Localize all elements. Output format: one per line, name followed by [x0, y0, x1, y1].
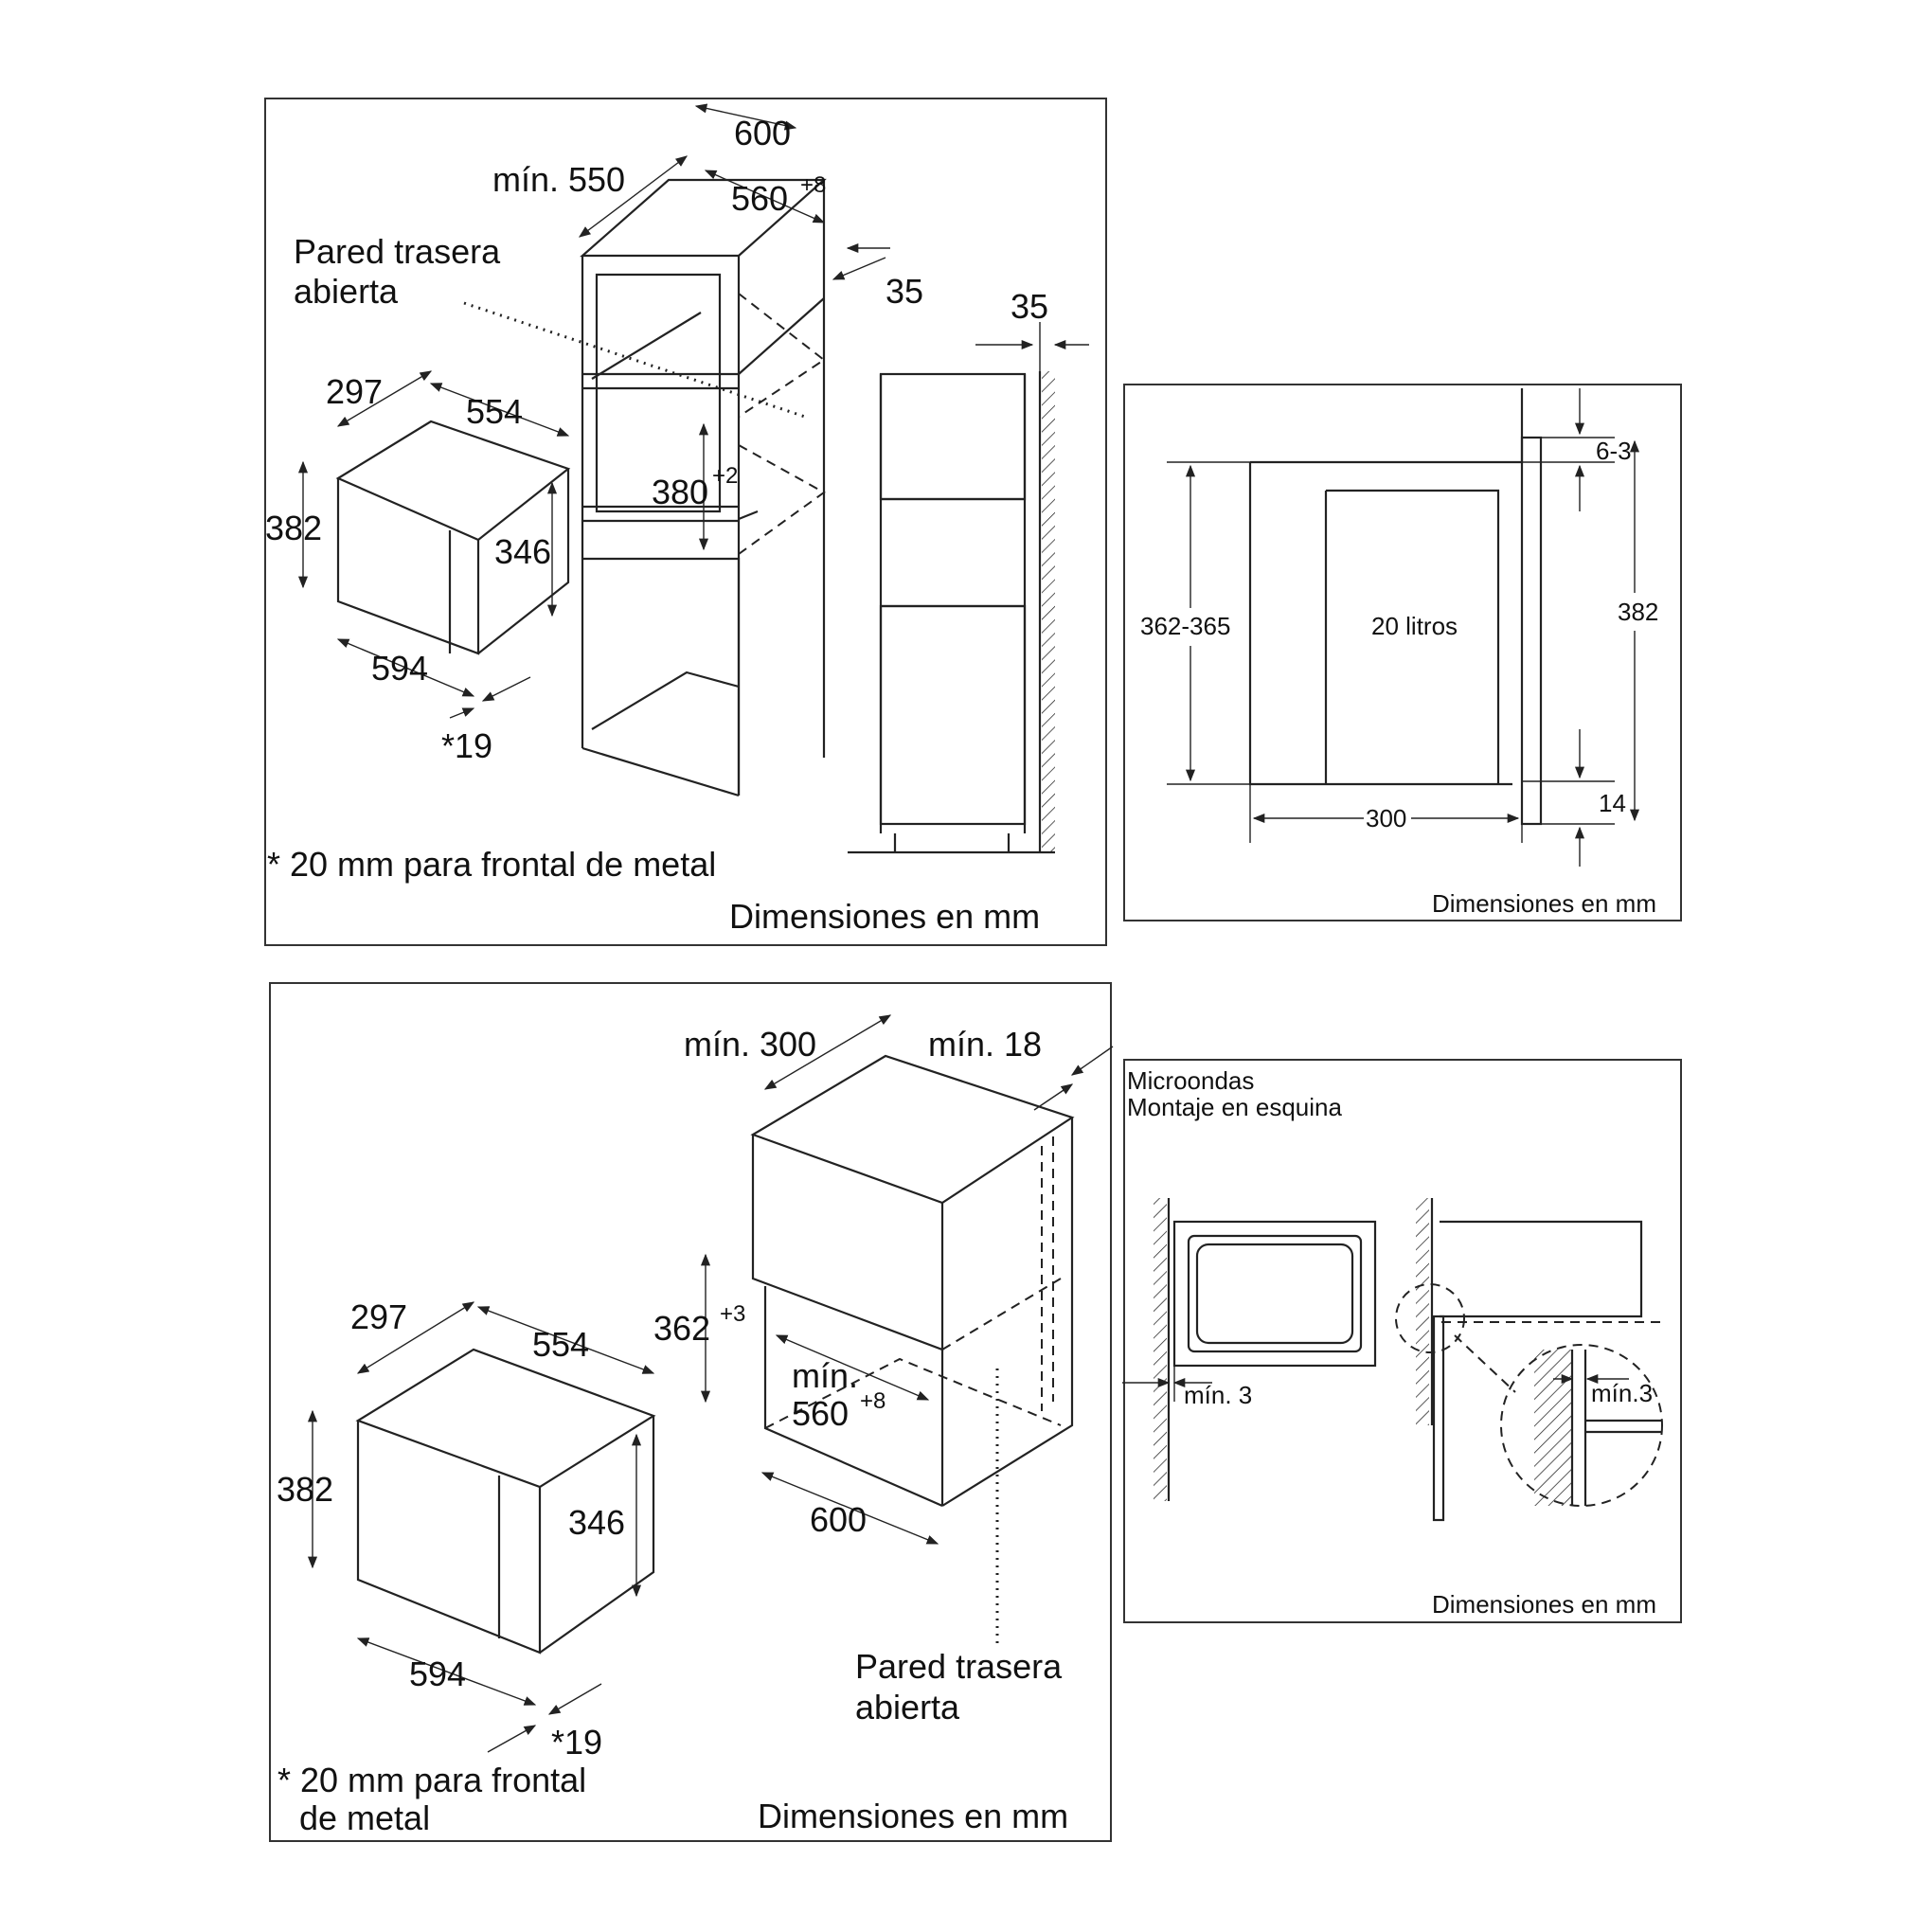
dim-380-tolerance: +2: [712, 463, 738, 489]
dim-min-3-front: mín. 3: [1184, 1381, 1252, 1409]
dim-560-tolerance: +8: [800, 172, 826, 198]
panel-corner-mounting: Microondas Montaje en esquina mín. 3 mín…: [1122, 1059, 1682, 1623]
units-note: Dimensiones en mm: [1432, 1590, 1656, 1619]
dim-554: 554: [466, 392, 523, 431]
label-rear-wall-line1: Pared trasera: [294, 232, 501, 271]
section-drawing: [1167, 388, 1640, 867]
label-rear-wall-line1: Pared trasera: [855, 1647, 1063, 1686]
corner-title-line1: Microondas: [1127, 1066, 1254, 1095]
dim-300: 300: [1366, 804, 1406, 832]
dim-min-prefix: mín.: [792, 1356, 858, 1395]
units-note: Dimensiones en mm: [1432, 889, 1656, 918]
dim-600: 600: [810, 1500, 867, 1539]
dim-560: 560: [792, 1394, 849, 1433]
dim-297: 297: [350, 1297, 407, 1336]
dim-6-3: 6-3: [1596, 437, 1632, 465]
panel-side-section: 362-365 20 litros 6-3 382 14 300 Dimensi…: [1123, 384, 1682, 921]
dimension-lines-a: [297, 103, 890, 719]
dim-min-300: mín. 300: [684, 1025, 816, 1064]
dim-362-365: 362-365: [1140, 612, 1230, 640]
dim-594: 594: [371, 649, 428, 688]
dim-594: 594: [409, 1655, 466, 1693]
corner-front-view: [1122, 1198, 1377, 1501]
dim-346: 346: [568, 1503, 625, 1542]
dim-min-18: mín. 18: [928, 1025, 1042, 1064]
corner-title-line2: Montaje en esquina: [1127, 1093, 1342, 1121]
dim-382: 382: [1618, 598, 1658, 626]
dim-382: 382: [277, 1470, 333, 1509]
panel-tall-cabinet: 600 mín. 550 560 +8 35 35 Pared trasera …: [264, 98, 1107, 946]
dim-382: 382: [265, 509, 322, 547]
tall-cabinet-side-view: [848, 322, 1089, 854]
dim-362-tolerance: +3: [720, 1301, 745, 1327]
dim-297: 297: [326, 372, 383, 411]
dim-346: 346: [494, 532, 551, 571]
dim-380: 380: [652, 473, 708, 511]
dim-554: 554: [532, 1325, 589, 1364]
microwave-box-a: [335, 420, 571, 655]
footnote-metal-front-line2: de metal: [299, 1798, 430, 1837]
dim-560-tolerance: +8: [860, 1388, 886, 1414]
dim-35-side: 35: [1011, 287, 1048, 326]
dim-600: 600: [734, 114, 791, 152]
dimension-lines-c: [307, 1014, 1114, 1753]
panel-frame: [1123, 1059, 1682, 1623]
label-rear-wall-line2: abierta: [855, 1688, 960, 1726]
dim-14: 14: [1599, 789, 1626, 817]
footnote-metal-front: * 20 mm para frontal de metal: [267, 845, 716, 884]
panel-wall-cabinet: mín. 300 mín. 18 297 554 362 +3 mín. 560…: [269, 982, 1114, 1842]
units-note: Dimensiones en mm: [758, 1797, 1068, 1835]
dim-560: 560: [731, 179, 788, 218]
dim-362: 362: [653, 1309, 710, 1348]
dim-min-550: mín. 550: [492, 160, 625, 199]
footnote-metal-front-line1: * 20 mm para frontal: [277, 1761, 586, 1799]
dim-35-cabinet: 35: [886, 272, 923, 311]
corner-side-view: [1395, 1198, 1663, 1522]
dim-19: *19: [551, 1723, 602, 1762]
label-rear-wall-line2: abierta: [294, 272, 399, 311]
dim-min-3-detail: mín.3: [1591, 1379, 1653, 1407]
capacity-label: 20 litros: [1371, 612, 1458, 640]
dim-19: *19: [441, 726, 492, 765]
units-note: Dimensiones en mm: [729, 897, 1040, 936]
panel-frame: [269, 982, 1112, 1842]
